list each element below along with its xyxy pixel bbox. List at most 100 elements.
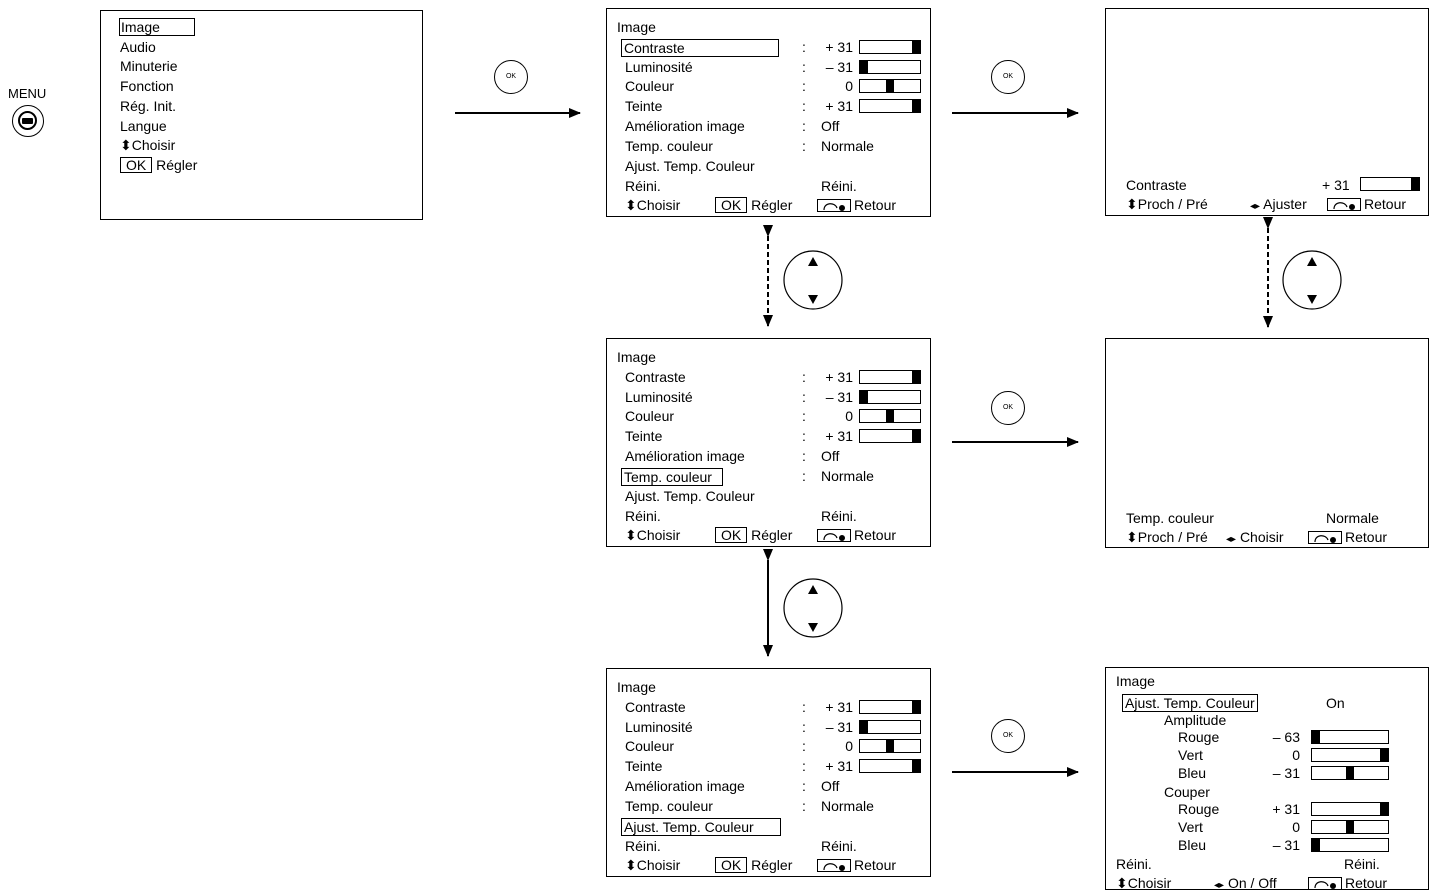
image-menu-row-sep: :: [802, 738, 806, 754]
image-menu-row-label[interactable]: Contraste: [625, 699, 686, 715]
image-menu-row-label[interactable]: Luminosité: [625, 719, 693, 735]
ajust-row-label: Rouge: [1178, 801, 1220, 817]
menu-button-icon[interactable]: [12, 105, 44, 137]
temp-footer-choose: ◂▸ Choisir: [1226, 529, 1284, 545]
image-menu-row-value: + 31: [825, 369, 853, 385]
image-menu-row-bar: [859, 79, 921, 93]
image-menu-row-label[interactable]: Teinte: [625, 428, 663, 444]
image-menu-row-value: 0: [845, 738, 853, 754]
image-menu-row-label[interactable]: Réini.: [625, 508, 661, 524]
image-menu-row-label[interactable]: Contraste: [625, 369, 686, 385]
contraste-footer-nav: ⬍Proch / Pré: [1126, 196, 1208, 212]
image-menu-row-sep: :: [802, 389, 806, 405]
image-menu-row-label[interactable]: Ajust. Temp. Couleur: [625, 488, 755, 504]
image-menu-title: Image: [617, 19, 656, 35]
main-menu-item-minuterie[interactable]: Minuterie: [120, 58, 178, 74]
image-menu-row-value: – 31: [825, 719, 853, 735]
image-menu-row-label[interactable]: Amélioration image: [625, 448, 745, 464]
return-icon: [1308, 531, 1342, 544]
updown-icon: ⬍: [625, 197, 637, 213]
main-menu-item-audio[interactable]: Audio: [120, 39, 156, 55]
contraste-bar: [1360, 177, 1420, 191]
menu-label: MENU: [8, 86, 47, 101]
main-menu-footer-choose: ⬍Choisir: [120, 137, 176, 153]
main-menu-item-langue[interactable]: Langue: [120, 118, 167, 134]
ok-button-icon[interactable]: OK: [494, 60, 528, 94]
image-menu-row-bar: [859, 60, 921, 74]
image-menu-row-value: – 31: [825, 389, 853, 405]
temp-value: Normale: [1326, 510, 1379, 526]
image-menu-title: Image: [617, 349, 656, 365]
ajust-row-value: 0: [1292, 819, 1300, 835]
ajust-reset-value: Réini.: [1344, 856, 1380, 872]
image-menu-row-bar: [859, 700, 921, 714]
image-menu-row-bar: [859, 739, 921, 753]
main-menu-item-image[interactable]: Image: [119, 18, 195, 36]
return-icon: [1308, 877, 1342, 890]
updown-icon: ⬍: [1126, 529, 1138, 545]
image-menu-row-sep: :: [802, 448, 806, 464]
image-menu-row-label[interactable]: Couleur: [625, 78, 675, 94]
image-menu-footer-set: OK Régler: [715, 857, 792, 873]
couper-label: Couper: [1164, 784, 1210, 800]
leftright-icon: ◂▸: [1226, 534, 1237, 545]
ok-button-icon[interactable]: OK: [991, 391, 1025, 425]
ajust-header-label[interactable]: Ajust. Temp. Couleur: [1122, 694, 1258, 712]
image-menu-footer-choose: ⬍Choisir: [625, 857, 681, 873]
image-menu-row-sep: :: [802, 138, 806, 154]
updown-icon: ⬍: [625, 527, 637, 543]
temp-couleur-screen: Temp. couleur Normale ⬍Proch / Pré ◂▸ Ch…: [1105, 338, 1429, 548]
image-menu-footer-set: OK Régler: [715, 527, 792, 543]
image-menu-row-sep: :: [802, 369, 806, 385]
ajust-row-value: – 31: [1272, 837, 1300, 853]
image-menu-row-label[interactable]: Réini.: [625, 838, 661, 854]
image-menu-row-label[interactable]: Temp. couleur: [625, 798, 713, 814]
ok-button-icon[interactable]: OK: [991, 719, 1025, 753]
ajust-row-bar: [1311, 838, 1389, 852]
main-menu-item-reg-init[interactable]: Rég. Init.: [120, 98, 177, 114]
image-menu-row-label[interactable]: Couleur: [625, 408, 675, 424]
leftright-icon: ◂▸: [1250, 201, 1261, 212]
image-menu-row-label[interactable]: Amélioration image: [625, 778, 745, 794]
image-menu-row-value: – 31: [825, 59, 853, 75]
image-menu-row-label[interactable]: Luminosité: [625, 59, 693, 75]
image-menu-row-label[interactable]: Réini.: [625, 178, 661, 194]
image-menu-row-label[interactable]: Ajust. Temp. Couleur: [621, 818, 781, 836]
image-menu-row-bar: [859, 390, 921, 404]
image-menu-row-value: + 31: [825, 699, 853, 715]
image-menu-row-label[interactable]: Amélioration image: [625, 118, 745, 134]
image-menu-row-label[interactable]: Temp. couleur: [621, 468, 723, 486]
image-menu-footer-back: Retour: [817, 857, 896, 873]
image-menu-row-bar: [859, 370, 921, 384]
image-menu-footer-choose: ⬍Choisir: [625, 197, 681, 213]
image-menu-row-label[interactable]: Couleur: [625, 738, 675, 754]
image-menu-row-label[interactable]: Teinte: [625, 98, 663, 114]
updown-button-icon: [1282, 250, 1342, 310]
image-menu-row-label[interactable]: Teinte: [625, 758, 663, 774]
image-menu-row-label[interactable]: Luminosité: [625, 389, 693, 405]
updown-icon: ⬍: [625, 857, 637, 873]
image-menu-row-value: Off: [821, 778, 840, 794]
image-menu-row-label[interactable]: Temp. couleur: [625, 138, 713, 154]
image-menu-row-value: Off: [821, 118, 840, 134]
ajust-row-value: – 63: [1272, 729, 1300, 745]
updown-icon: ⬍: [120, 137, 132, 153]
ajust-temp-screen: Image Ajust. Temp. Couleur On Amplitude …: [1105, 667, 1429, 891]
image-menu-row-label[interactable]: Ajust. Temp. Couleur: [625, 158, 755, 174]
image-menu-row-value: + 31: [825, 39, 853, 55]
main-menu-item-fonction[interactable]: Fonction: [120, 78, 174, 94]
image-menu-row-bar: [859, 40, 921, 54]
image-menu-row-value: Normale: [821, 138, 874, 154]
ok-button-icon[interactable]: OK: [991, 60, 1025, 94]
updown-icon: ⬍: [1116, 875, 1128, 891]
updown-button-icon: [783, 578, 843, 638]
image-menu-row-bar: [859, 429, 921, 443]
image-menu-row-sep: :: [802, 98, 806, 114]
image-menu-row-value: + 31: [825, 98, 853, 114]
image-menu-row-sep: :: [802, 468, 806, 484]
image-menu-row-sep: :: [802, 699, 806, 715]
image-menu-row-label[interactable]: Contraste: [621, 39, 779, 57]
main-menu-footer-set: OK Régler: [120, 157, 197, 173]
image-menu-row-sep: :: [802, 428, 806, 444]
